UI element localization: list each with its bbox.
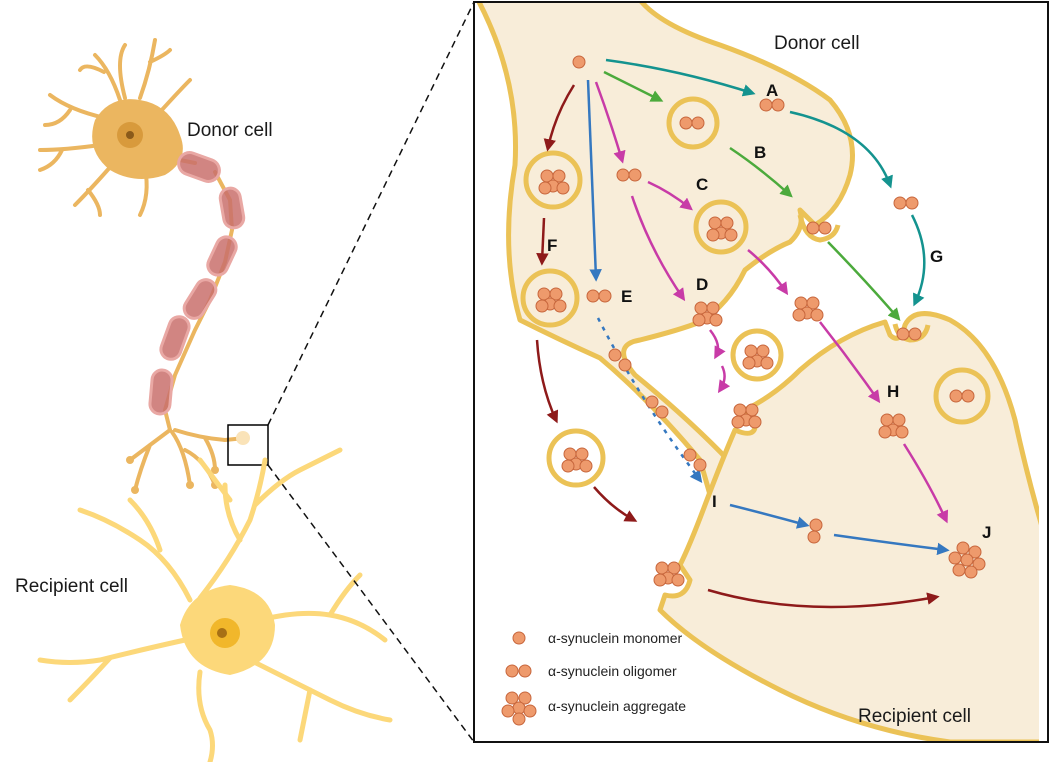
- legend-monomer-swatch: [512, 631, 526, 645]
- donor-neuron: [38, 38, 247, 494]
- zoom-box: [227, 424, 269, 466]
- alpha-synuclein-particles: [535, 55, 986, 587]
- step-label-g: G: [930, 247, 943, 266]
- step-label-e: E: [621, 287, 632, 306]
- step-label-i: I: [712, 492, 717, 511]
- step-label-h: H: [887, 382, 899, 401]
- donor-terminal: [476, 2, 855, 515]
- step-label-f: F: [547, 236, 557, 255]
- zoom-connector-top: [267, 1, 475, 426]
- vesicles: [520, 96, 991, 488]
- step-label-c: C: [696, 175, 708, 194]
- zoom-recipient-label: Recipient cell: [858, 706, 971, 727]
- legend: α-synuclein monomer α-synuclein oligomer…: [501, 630, 686, 726]
- step-label-d: D: [696, 275, 708, 294]
- step-label-a: A: [766, 81, 778, 100]
- zoom-connector-bottom: [267, 464, 475, 743]
- recipient-cell-label: Recipient cell: [15, 576, 128, 597]
- donor-cell-label: Donor cell: [187, 120, 273, 141]
- transfer-arrows: [535, 58, 950, 609]
- legend-monomer-label: α-synuclein monomer: [548, 630, 682, 646]
- myelin-sheaths: [148, 151, 246, 416]
- recipient-neuron: [37, 447, 393, 762]
- zoom-donor-label: Donor cell: [774, 33, 860, 54]
- legend-oligomer-label: α-synuclein oligomer: [548, 663, 677, 679]
- step-label-j: J: [982, 523, 991, 542]
- legend-aggregate-label: α-synuclein aggregate: [548, 698, 686, 714]
- axon-terminal: [236, 431, 250, 445]
- step-label-b: B: [754, 143, 766, 162]
